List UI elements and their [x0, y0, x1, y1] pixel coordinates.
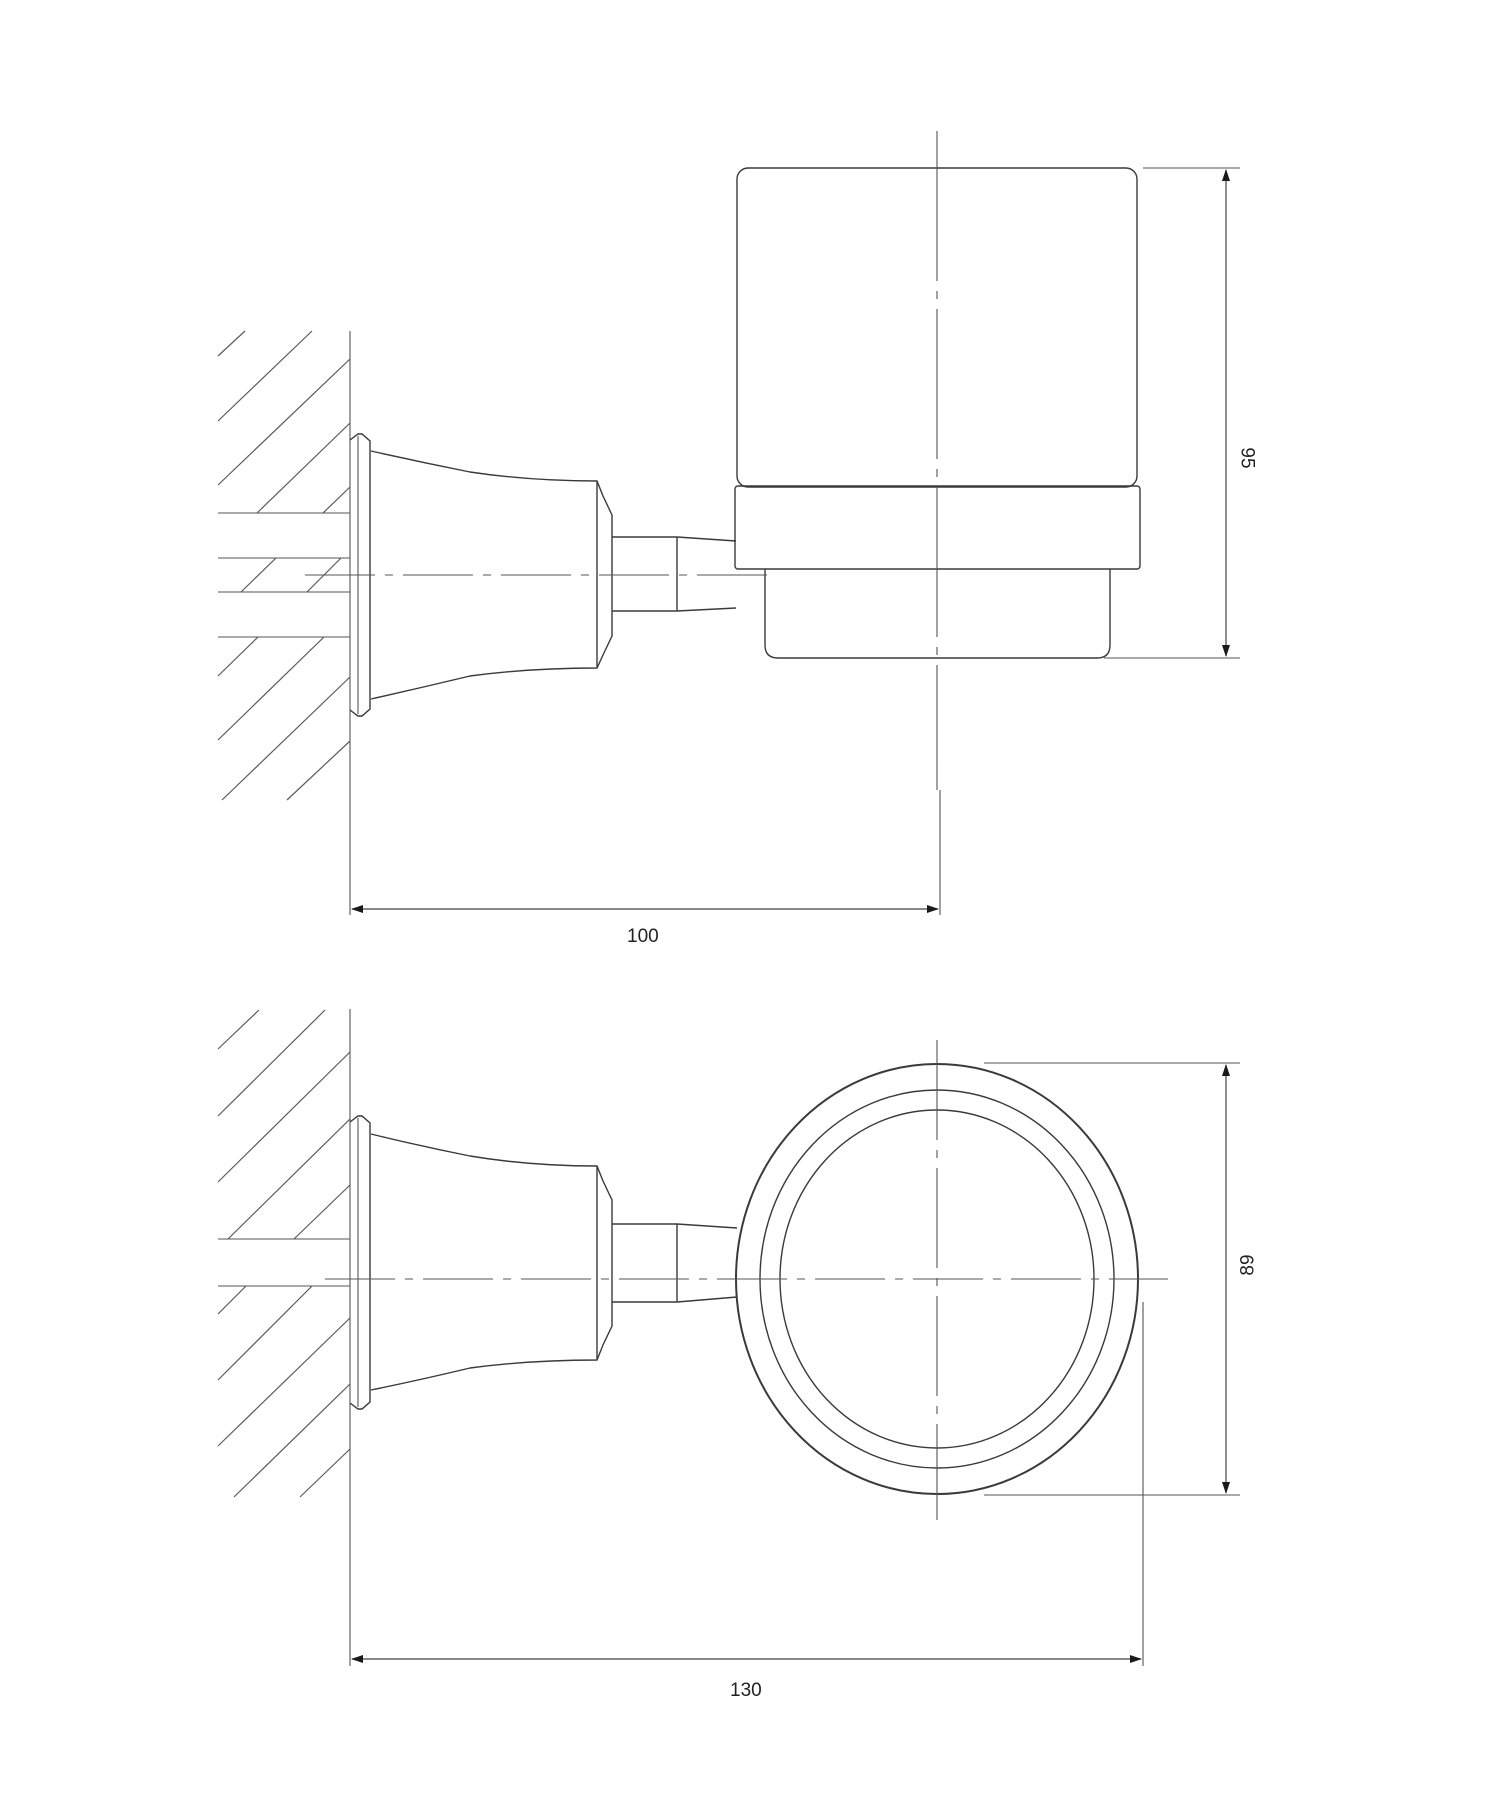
dimension-label-95: 95 — [1236, 447, 1258, 469]
wall-hatching — [217, 330, 351, 801]
tumbler-base — [764, 569, 1111, 659]
wall-flange — [349, 1115, 371, 1410]
dimension-width — [349, 790, 941, 915]
dimension-label-130: 130 — [730, 1680, 762, 1701]
dimension-depth — [349, 1302, 1144, 1666]
wall-hatching — [217, 1009, 351, 1560]
dimension-diameter — [984, 1062, 1240, 1496]
dimension-height — [1104, 167, 1240, 659]
bell-body — [370, 1133, 613, 1391]
top-view — [217, 1009, 1240, 1666]
support-arm — [612, 1223, 738, 1303]
dimension-label-100: 100 — [627, 926, 659, 947]
side-view — [217, 131, 1240, 915]
dimension-label-89: 89 — [1237, 1254, 1259, 1276]
support-arm — [612, 536, 737, 612]
